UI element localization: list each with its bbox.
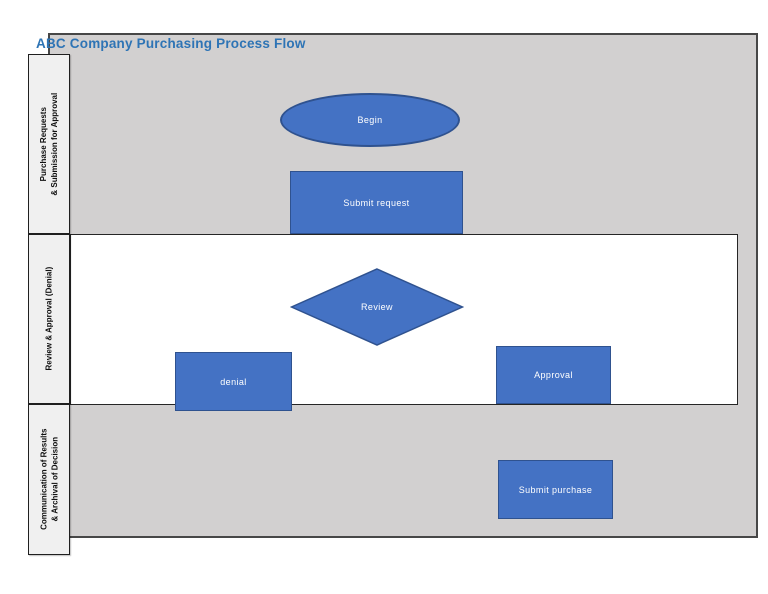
node-denial: denial (175, 352, 292, 411)
lane-header-review-approval: Review & Approval (Denial) (28, 234, 70, 404)
lane-header-label: Review & Approval (Denial) (44, 267, 54, 371)
node-review-decision: Review (290, 268, 464, 346)
node-label: denial (220, 376, 247, 387)
node-label: Approval (534, 370, 573, 380)
page-title: ABC Company Purchasing Process Flow (36, 36, 306, 51)
diamond-shape (290, 268, 464, 346)
node-approval: Approval (496, 346, 611, 404)
node-begin-terminator: Begin (280, 93, 460, 147)
lane-header-purchase-requests: Purchase Requests & Submission for Appro… (28, 54, 70, 234)
node-submit-purchase: Submit purchase (498, 460, 613, 519)
node-label: Submit purchase (518, 484, 593, 495)
node-label: Submit request (343, 197, 410, 208)
node-submit-request: Submit request (290, 171, 463, 234)
lane-header-communication-results: Communication of Results & Archival of D… (28, 404, 70, 555)
lane-header-label: Purchase Requests & Submission for Appro… (38, 92, 59, 196)
node-label: Review (361, 302, 393, 312)
node-label: Begin (357, 115, 383, 125)
lane-header-label: Communication of Results & Archival of D… (38, 428, 59, 531)
